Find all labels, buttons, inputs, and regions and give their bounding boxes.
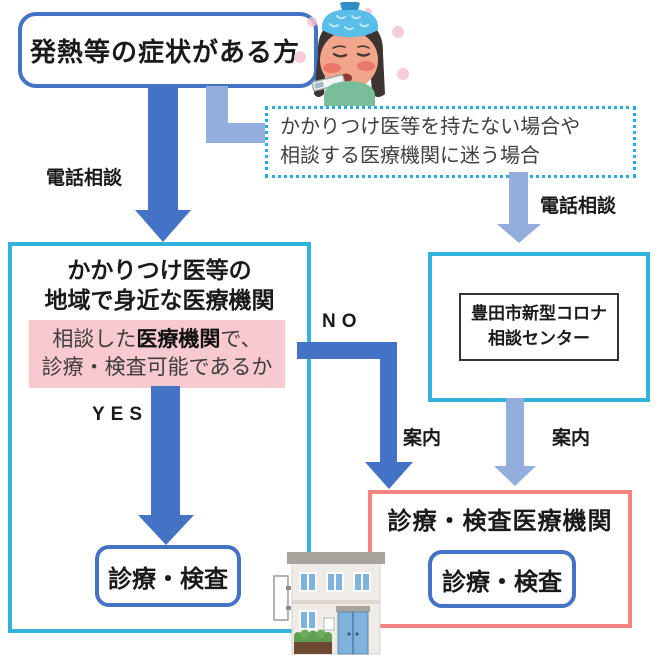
exam-action-right-label: 診療・検査 <box>442 568 562 596</box>
no-family-doctor-note: かかりつけ医等を持たない場合や 相談する医療機関に迷う場合 <box>265 106 636 178</box>
sick-person-icon <box>294 2 409 108</box>
fever-symptoms-box: 発熱等の症状がある方 <box>18 12 318 88</box>
call-center-line2: 相談センター <box>488 329 590 348</box>
yes-label: YES <box>92 404 149 425</box>
note-line2: 相談する医療機関に迷う場合 <box>280 145 540 167</box>
guide-left-label: 案内 <box>403 428 442 449</box>
arrow-note-to-center-shaft <box>509 172 528 224</box>
guide-right-label: 案内 <box>552 428 591 449</box>
exam-action-box-right: 診療・検査 <box>428 550 576 608</box>
exam-institution-box: 診療・検査医療機関 診療・検査 <box>368 490 632 628</box>
call-center-inner-box: 豊田市新型コロナ 相談センター <box>459 293 619 361</box>
arrow-top-to-left-head <box>135 210 191 242</box>
arrow-center-to-exam-shaft <box>506 398 524 466</box>
exam-action-left-label: 診療・検査 <box>108 565 228 593</box>
family-doctor-title-line2: 地域で身近な医療機関 <box>44 286 275 313</box>
clinic-building-icon <box>273 552 385 655</box>
arrow-no-head <box>365 462 413 489</box>
arrow-top-to-left-shaft <box>148 86 178 210</box>
family-doctor-title-line1: かかりつけ医等の <box>67 257 252 283</box>
consult-question-note: 相談した医療機関で、 診療・検査可能であるか <box>29 320 285 388</box>
arrow-no-horizontal <box>297 342 397 359</box>
connector-elbow-horizontal <box>206 123 266 143</box>
note-line1: かかりつけ医等を持たない場合や <box>280 116 581 138</box>
question-line1: 相談した医療機関で、 <box>52 327 262 351</box>
arrow-yes-shaft <box>151 386 180 515</box>
arrow-yes-head <box>138 515 194 545</box>
arrow-center-to-exam-head <box>494 466 536 486</box>
question-line2: 診療・検査可能であるか <box>41 356 273 379</box>
arrow-note-to-center-head <box>497 224 541 243</box>
fever-symptoms-label: 発熱等の症状がある方 <box>29 36 300 67</box>
phone-consult-right-label: 電話相談 <box>540 196 617 217</box>
call-center-box: 豊田市新型コロナ 相談センター <box>428 252 650 402</box>
arrow-no-vertical <box>380 342 397 462</box>
call-center-line1: 豊田市新型コロナ <box>471 304 607 324</box>
no-label: NO <box>322 311 363 332</box>
exam-institution-title: 診療・検査医療機関 <box>387 508 613 535</box>
phone-consult-left-label: 電話相談 <box>46 168 123 189</box>
exam-action-box-left: 診療・検査 <box>95 545 241 607</box>
